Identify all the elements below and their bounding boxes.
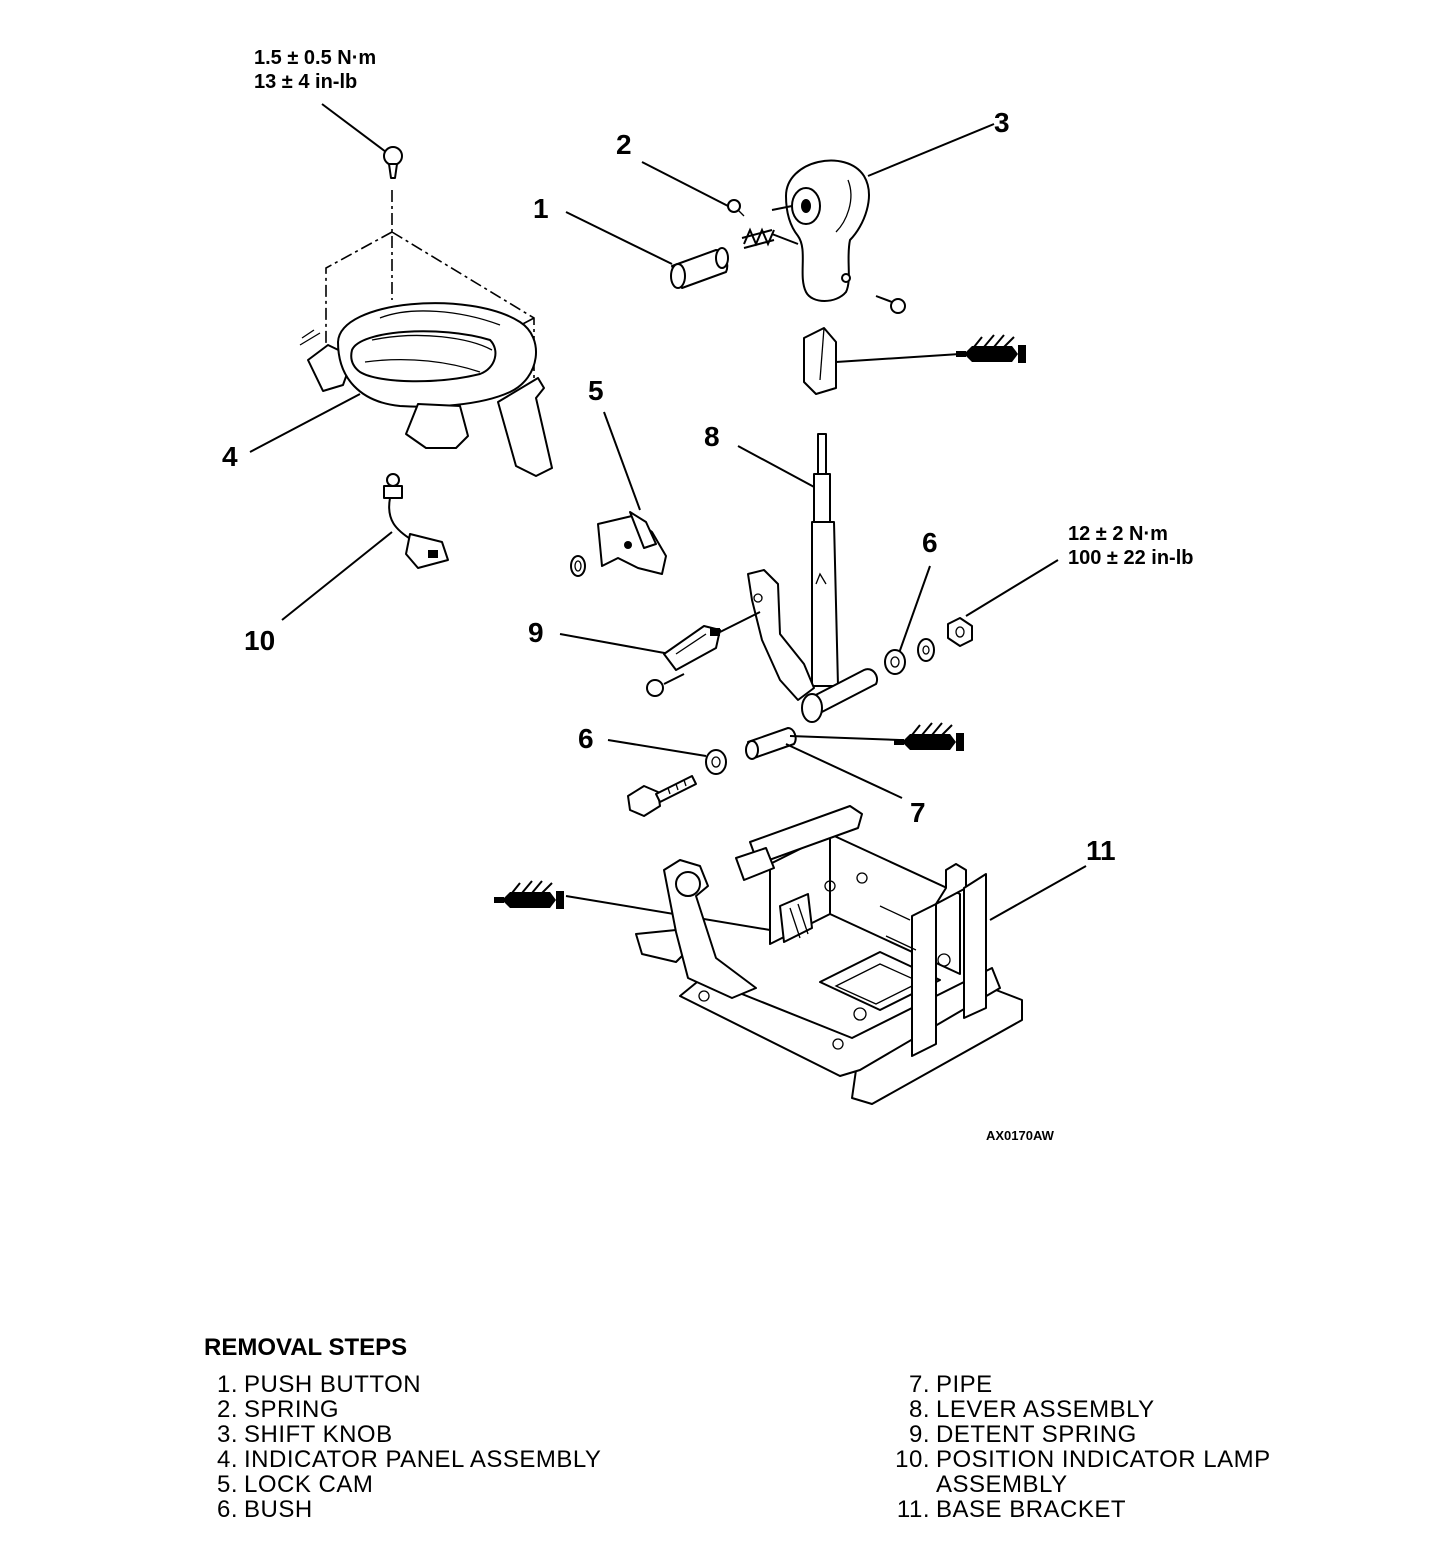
step-number: 5. — [216, 1471, 238, 1498]
step-text: INDICATOR PANEL ASSEMBLY — [244, 1446, 602, 1473]
push-button — [670, 247, 729, 289]
step-number: 8. — [908, 1396, 930, 1423]
removal-steps-left-column: 1.PUSH BUTTON 2.SPRING 3.SHIFT KNOB 4.IN… — [204, 1372, 601, 1522]
removal-steps-right-column: 7.PIPE 8.LEVER ASSEMBLY 9.DETENT SPRING … — [892, 1372, 1316, 1522]
step-text: LEVER ASSEMBLY — [936, 1396, 1155, 1423]
step-number: 4. — [216, 1446, 238, 1473]
pipe — [745, 727, 797, 760]
step-number: 1. — [216, 1371, 238, 1398]
grease-icon — [893, 722, 965, 752]
step-number: 6. — [216, 1496, 238, 1523]
step-number: 7. — [908, 1371, 930, 1398]
screw-icon — [646, 673, 685, 697]
step-number: 9. — [908, 1421, 930, 1448]
screw-icon — [727, 199, 745, 217]
list-item: 11.BASE BRACKET — [892, 1497, 1316, 1522]
bush-icon — [705, 749, 727, 775]
step-text: DETENT SPRING — [936, 1421, 1137, 1448]
list-item: 9.DETENT SPRING — [892, 1422, 1316, 1447]
exploded-view-diagram: 1.5 ± 0.5 N·m 13 ± 4 in-lb 4 10 1 2 — [222, 47, 1193, 1143]
list-item: 1.PUSH BUTTON — [204, 1372, 601, 1397]
list-item: 10.POSITION INDICATOR LAMP ASSEMBLY — [892, 1447, 1316, 1497]
callout-7: 7 — [910, 797, 926, 828]
callout-5: 5 — [588, 375, 604, 406]
bolt-icon — [627, 775, 697, 817]
step-text: PUSH BUTTON — [244, 1371, 422, 1398]
torque-spec-top-line2: 13 ± 4 in-lb — [254, 71, 357, 93]
torque-spec-top-line1: 1.5 ± 0.5 N·m — [254, 47, 376, 69]
wedge-block — [803, 327, 837, 395]
step-text: SPRING — [244, 1396, 340, 1423]
bush-icon — [884, 649, 906, 675]
list-item: 5.LOCK CAM — [204, 1472, 601, 1497]
lever-assembly — [747, 433, 878, 723]
callout-6-left: 6 — [578, 723, 594, 754]
washer-icon — [570, 555, 586, 577]
callout-4: 4 — [222, 441, 238, 472]
step-text: BUSH — [244, 1496, 313, 1523]
list-item: 7.PIPE — [892, 1372, 1316, 1397]
base-bracket — [635, 805, 1023, 1105]
list-item: 6.BUSH — [204, 1497, 601, 1522]
figure-code: AX0170AW — [986, 1128, 1055, 1143]
removal-steps: REMOVAL STEPS 1.PUSH BUTTON 2.SPRING 3.S… — [204, 1334, 1324, 1522]
step-text: SHIFT KNOB — [244, 1421, 393, 1448]
step-number: 10. — [895, 1446, 930, 1473]
shift-knob — [771, 159, 870, 302]
step-number: 2. — [216, 1396, 238, 1423]
step-text: PIPE — [936, 1371, 993, 1398]
list-item: 3.SHIFT KNOB — [204, 1422, 601, 1447]
list-item: 8.LEVER ASSEMBLY — [892, 1397, 1316, 1422]
spring-coil — [741, 227, 775, 249]
removal-steps-title: REMOVAL STEPS — [204, 1334, 408, 1361]
step-text: LOCK CAM — [244, 1471, 374, 1498]
list-item: 4.INDICATOR PANEL ASSEMBLY — [204, 1447, 601, 1472]
torque-spec-right-line2: 100 ± 22 in-lb — [1068, 547, 1193, 569]
screw-icon — [875, 295, 906, 314]
callout-9: 9 — [528, 617, 544, 648]
detent-spring — [663, 625, 721, 671]
step-text: POSITION INDICATOR LAMP ASSEMBLY — [936, 1446, 1277, 1498]
torque-spec-right-line1: 12 ± 2 N·m — [1068, 523, 1168, 545]
list-item: 2.SPRING — [204, 1397, 601, 1422]
indicator-panel-assembly — [299, 190, 553, 477]
callout-2: 2 — [616, 129, 632, 160]
grease-icon — [493, 880, 565, 910]
position-indicator-lamp-assembly — [383, 473, 449, 569]
step-text: BASE BRACKET — [936, 1496, 1127, 1523]
grease-icon — [955, 334, 1027, 364]
callout-10: 10 — [244, 625, 275, 656]
nut-icon — [947, 617, 973, 647]
callout-6-right: 6 — [922, 527, 938, 558]
screw-icon — [383, 146, 403, 179]
step-number: 3. — [216, 1421, 238, 1448]
callout-1: 1 — [533, 193, 549, 224]
callout-3: 3 — [994, 107, 1010, 138]
lock-cam — [597, 511, 667, 575]
step-number: 11. — [896, 1496, 930, 1523]
callout-8: 8 — [704, 421, 720, 452]
callout-11: 11 — [1086, 835, 1116, 866]
washer-icon — [917, 638, 935, 662]
